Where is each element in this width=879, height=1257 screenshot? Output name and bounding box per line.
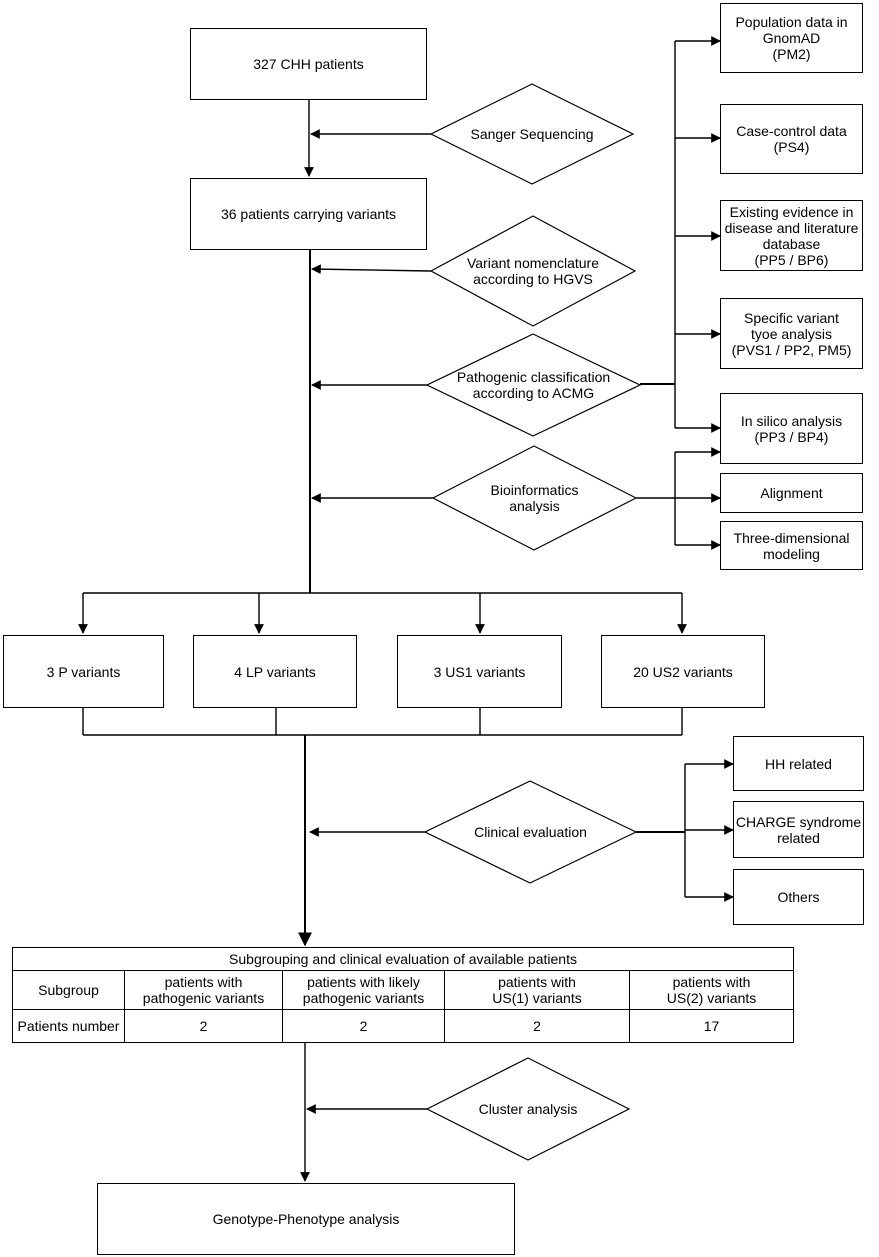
table-cell: 2 [124,1009,283,1043]
variant-class-p-box: 3 P variants [3,635,164,708]
sanger-diamond [429,83,635,185]
hh-related-label: HH related [765,755,832,772]
carriers-box: 36 patients carrying variants [190,178,427,250]
variant-class-p-label: 3 P variants [46,663,121,680]
nomenclature-diamond [429,215,637,327]
genotype-phenotype-label: Genotype-Phenotype analysis [212,1211,400,1227]
table-cell: 2 [282,1009,445,1043]
bioinformatics-diamond [431,445,638,551]
carriers-label: 36 patients carrying variants [220,206,397,222]
hh-related-box: HH related [733,736,864,791]
table-row: Subgroup patients with pathogenic varian… [12,970,795,1010]
criterion-case-control-label: Case-control data (PS4) [736,123,847,155]
criterion-evidence-box: Existing evidence in disease and literat… [720,200,863,271]
criterion-population-box: Population data in GnomAD (PM2) [720,3,863,73]
variant-class-us2-label: 20 US2 variants [633,663,733,680]
table-cell: patients with pathogenic variants [124,970,283,1010]
clinical-diamond [423,780,638,884]
criterion-population-label: Population data in GnomAD (PM2) [735,14,848,62]
modeling-label: Three-dimensional modeling [733,529,850,562]
table-cell: Patients number [12,1009,125,1043]
criterion-variant-type-label: Specific variant tyoe analysis (PVS1 / P… [731,309,852,358]
table-row: Patients number 2 2 2 17 [12,1009,795,1043]
table-cell: 2 [444,1009,630,1043]
table-cell: patients with US(1) variants [444,970,630,1010]
subgroup-table: Subgrouping and clinical evaluation of a… [11,947,795,1043]
total-patients-label: 327 CHH patients [253,56,364,72]
acmg-diamond [425,333,642,437]
table-cell: 17 [628,1009,795,1043]
clinical-label: Clinical evaluation [474,824,587,840]
acmg-label: Pathogenic classification according to A… [456,369,611,401]
criterion-in-silico-box: In silico analysis (PP3 / BP4) [720,393,863,464]
genotype-phenotype-box: Genotype-Phenotype analysis [97,1183,515,1255]
cluster-label: Cluster analysis [478,1101,578,1117]
bioinformatics-label: Bioinformatics analysis [490,482,579,514]
sanger-label: Sanger Sequencing [470,126,594,142]
alignment-label: Alignment [760,485,823,501]
variant-class-lp-box: 4 LP variants [193,635,357,708]
table-title: Subgrouping and clinical evaluation of a… [11,947,795,971]
charge-related-label: CHARGE syndrome related [735,813,862,846]
nomenclature-label: Variant nomenclature according to HGVS [466,255,600,287]
variant-class-us1-label: 3 US1 variants [433,663,526,680]
table-cell: Subgroup [12,970,125,1010]
criterion-case-control-box: Case-control data (PS4) [720,104,863,174]
criterion-variant-type-box: Specific variant tyoe analysis (PVS1 / P… [720,298,863,369]
charge-related-box: CHARGE syndrome related [733,801,864,858]
criterion-evidence-label: Existing evidence in disease and literat… [724,203,859,268]
variant-class-us1-box: 3 US1 variants [397,635,562,708]
total-patients-box: 327 CHH patients [190,28,427,100]
criterion-in-silico-label: In silico analysis (PP3 / BP4) [740,412,843,445]
others-box: Others [733,869,864,925]
modeling-box: Three-dimensional modeling [720,521,863,570]
cluster-diamond [425,1057,631,1161]
table-cell: patients with US(2) variants [628,970,795,1010]
alignment-box: Alignment [720,473,863,513]
others-label: Others [777,889,820,905]
table-cell: patients with likely pathogenic variants [282,970,445,1010]
variant-class-us2-box: 20 US2 variants [601,635,765,708]
arrow-from-nomenclature [311,264,432,275]
variant-class-lp-label: 4 LP variants [234,663,316,680]
table-title-row: Subgrouping and clinical evaluation of a… [11,947,795,971]
